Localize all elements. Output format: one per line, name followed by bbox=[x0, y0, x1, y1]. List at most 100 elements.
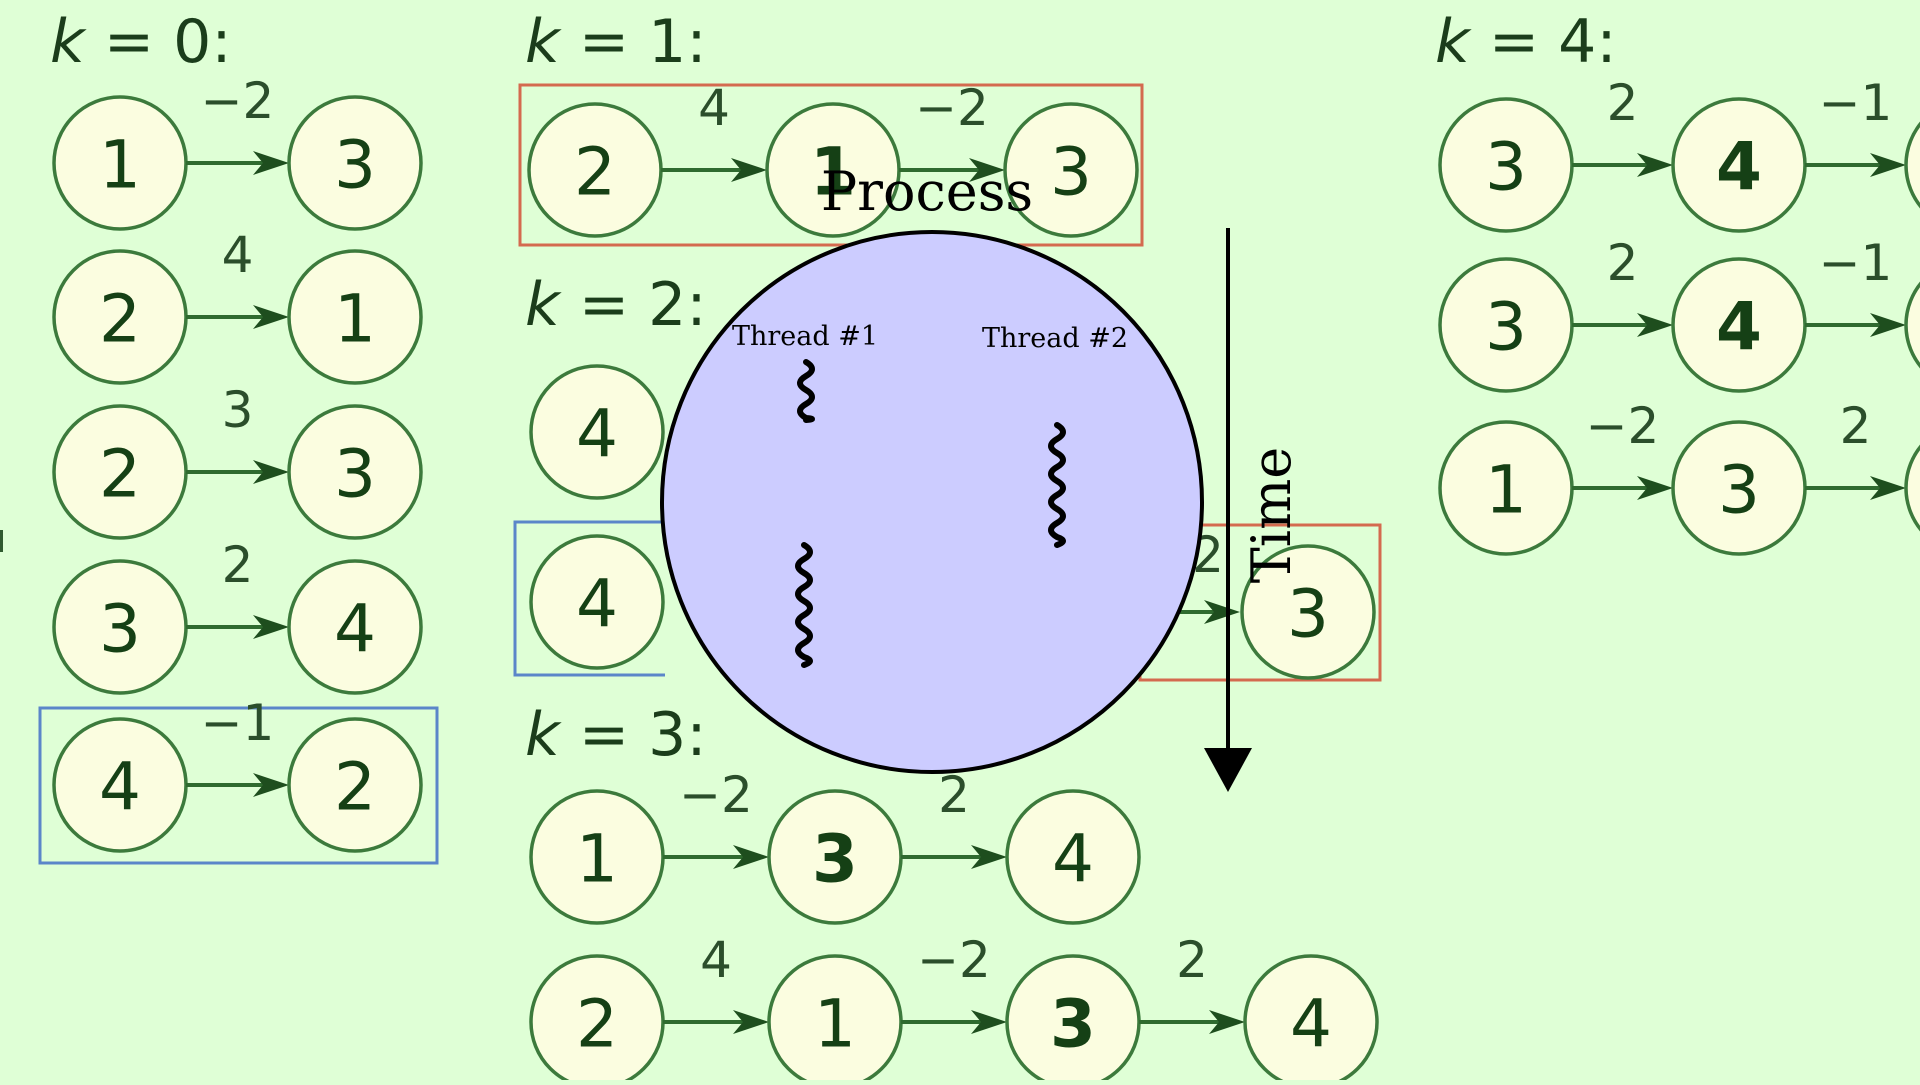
node-circle bbox=[287, 559, 423, 695]
thread-1-squiggle-top bbox=[797, 359, 815, 423]
node-label: 4 bbox=[1290, 986, 1332, 1063]
edge-weight: 2 bbox=[1176, 931, 1208, 989]
edge-k0-row1-1-head bbox=[253, 151, 289, 175]
edge-k4-row3-tail-head bbox=[1870, 476, 1906, 500]
edge-weight: −1 bbox=[201, 694, 275, 752]
edge-k0-row5-1-head bbox=[253, 773, 289, 797]
time-label: Time bbox=[1240, 447, 1303, 583]
process-circle bbox=[660, 230, 1204, 774]
edge-k0-row2-1-head bbox=[253, 305, 289, 329]
node-label: 4 bbox=[99, 749, 141, 826]
node-label: 2 bbox=[99, 436, 141, 513]
thread-2-label: Thread #2 bbox=[982, 323, 1128, 354]
edge-weight: 2 bbox=[1607, 234, 1639, 292]
edge-weight: 2 bbox=[222, 536, 254, 594]
highlight-box-k1-row1 bbox=[518, 83, 1144, 247]
node-circle-partial bbox=[1904, 121, 1920, 209]
highlight-box-k0-row5 bbox=[38, 706, 439, 865]
heading-k0: k = 0: bbox=[50, 7, 232, 77]
node-label: 3 bbox=[1287, 576, 1329, 653]
path-k2-row1: 4 bbox=[529, 364, 665, 500]
node-label: 3 bbox=[334, 127, 376, 204]
node-circle bbox=[1240, 544, 1376, 680]
edge-k3-row2-3-head bbox=[1209, 1010, 1245, 1034]
node-label: 4 bbox=[1716, 289, 1762, 366]
path-k2-row2-end: 3 bbox=[1240, 544, 1376, 680]
path-k4-row2: 3 4 2 −1 bbox=[1438, 234, 1920, 393]
edge-weight: −2 bbox=[679, 766, 753, 824]
edge-k4-row1-1-head bbox=[1637, 153, 1673, 177]
node-circle bbox=[287, 249, 423, 385]
node-label: 3 bbox=[1050, 986, 1096, 1063]
node-label: 2 bbox=[99, 281, 141, 358]
time-arrow-head bbox=[1204, 748, 1252, 792]
node-label: 1 bbox=[810, 134, 856, 211]
edge-mark bbox=[0, 530, 3, 552]
path-k2-row2: 4 bbox=[529, 534, 665, 670]
path-k4-row3: 1 3 −2 2 bbox=[1438, 397, 1920, 556]
edge-k3-row2-2-head bbox=[971, 1010, 1007, 1034]
path-k1-row1: 2 1 3 4 −2 bbox=[527, 79, 1139, 238]
edge-k4-row2-tail-head bbox=[1870, 313, 1906, 337]
node-label: 3 bbox=[1718, 452, 1760, 529]
edge-k1-row1-2-head bbox=[969, 158, 1005, 182]
node-circle-partial bbox=[1904, 281, 1920, 369]
node-label: 4 bbox=[576, 396, 618, 473]
node-label: 1 bbox=[334, 281, 376, 358]
edge-weight: −2 bbox=[915, 79, 989, 137]
node-circle bbox=[1005, 789, 1141, 925]
node-circle bbox=[529, 534, 665, 670]
edge-k2-row2-end-in-head bbox=[1204, 600, 1240, 624]
edge-weight: −2 bbox=[1586, 397, 1660, 455]
node-circle bbox=[1243, 954, 1379, 1080]
node-label: 3 bbox=[1485, 289, 1527, 366]
node-label: 4 bbox=[576, 566, 618, 643]
edge-weight: −1 bbox=[1819, 74, 1893, 132]
heading-k4: k = 4: bbox=[1435, 7, 1617, 77]
edge-k3-row1-1-head bbox=[733, 845, 769, 869]
node-label: 1 bbox=[576, 821, 618, 898]
edge-weight: 4 bbox=[698, 79, 730, 137]
edge-weight: −2 bbox=[917, 931, 991, 989]
edge-k0-row4-1-head bbox=[253, 615, 289, 639]
heading-k3: k = 3: bbox=[525, 700, 707, 770]
node-circle bbox=[529, 364, 665, 500]
edge-k4-row2-1-head bbox=[1637, 313, 1673, 337]
node-label: 3 bbox=[334, 436, 376, 513]
node-circle bbox=[287, 717, 423, 853]
node-circle bbox=[287, 404, 423, 540]
node-label: 3 bbox=[99, 591, 141, 668]
edge-weight: 2 bbox=[938, 766, 970, 824]
node-circle bbox=[287, 95, 423, 231]
edge-k1-row1-1-head bbox=[731, 158, 767, 182]
node-label: 3 bbox=[1050, 134, 1092, 211]
node-label: 1 bbox=[1485, 452, 1527, 529]
node-label: 4 bbox=[1716, 129, 1762, 206]
edge-weight: −2 bbox=[201, 72, 275, 130]
node-label: 3 bbox=[812, 821, 858, 898]
edge-weight: 2 bbox=[1840, 397, 1872, 455]
node-label: 2 bbox=[574, 134, 616, 211]
edge-weight: 2 bbox=[1607, 74, 1639, 132]
thread-1-label: Thread #1 bbox=[732, 321, 878, 352]
edge-weight: −1 bbox=[1819, 234, 1893, 292]
edge-k3-row2-1-head bbox=[733, 1010, 769, 1034]
thread-1-squiggle-bottom bbox=[795, 542, 813, 668]
edge-weight: 4 bbox=[700, 931, 732, 989]
edge-k3-row1-2-head bbox=[971, 845, 1007, 869]
edge-k0-row3-1-head bbox=[253, 460, 289, 484]
node-circle bbox=[1003, 102, 1139, 238]
edge-k2-row2-end-in bbox=[1180, 600, 1240, 624]
